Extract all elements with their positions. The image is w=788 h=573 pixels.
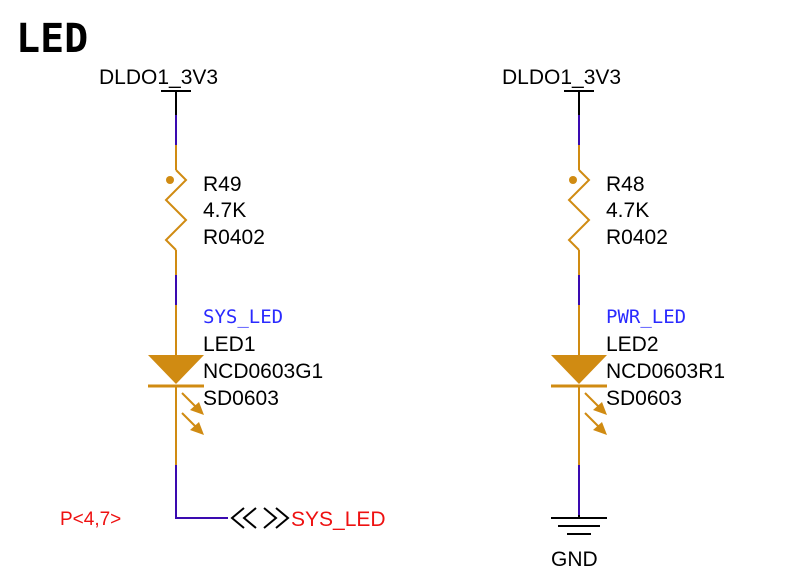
offpage-connector	[230, 507, 290, 529]
right-circuit: DLDO1_3V3 R48 4.7K R0402 PWR_LED LED2 NC…	[502, 66, 725, 571]
left-circuit: DLDO1_3V3 R49 4.7K R0402 SYS_LED	[60, 66, 386, 531]
left-power-label: DLDO1_3V3	[99, 66, 218, 89]
offpage-chevron-2	[242, 507, 257, 529]
ground-symbol	[551, 515, 607, 535]
left-resistor-footprint: R0402	[203, 226, 265, 249]
right-led-arrowhead-1	[593, 402, 607, 415]
right-power-label: DLDO1_3V3	[502, 66, 621, 89]
left-led-triangle	[148, 355, 204, 384]
right-resistor-footprint: R0402	[606, 226, 668, 249]
left-resistor-ref: R49	[203, 173, 242, 196]
offpage-chevron-3	[263, 507, 278, 529]
page-title: LED	[16, 16, 88, 62]
left-led-ref: LED1	[203, 333, 256, 356]
offpage-net-label: SYS_LED	[291, 508, 386, 531]
right-resistor-value: 4.7K	[606, 199, 649, 222]
right-led-led2	[551, 305, 607, 465]
right-resistor-zigzag	[567, 169, 591, 251]
left-led-arrowhead-1	[190, 402, 204, 415]
right-led-part: NCD0603R1	[606, 360, 725, 383]
right-resistor-ref: R48	[606, 173, 645, 196]
left-resistor-pin1-dot	[166, 176, 174, 184]
ground-label: GND	[551, 548, 598, 571]
left-led-led1	[148, 305, 204, 465]
right-led-net-label: PWR_LED	[606, 306, 686, 328]
left-led-arrowhead-2	[190, 422, 204, 435]
left-resistor-zigzag	[164, 169, 188, 251]
left-led-footprint: SD0603	[203, 387, 279, 410]
left-resistor-value: 4.7K	[203, 199, 246, 222]
right-led-arrowhead-2	[593, 422, 607, 435]
right-led-footprint: SD0603	[606, 387, 682, 410]
left-led-part: NCD0603G1	[203, 360, 323, 383]
right-resistor-pin1-dot	[569, 176, 577, 184]
right-resistor-r48	[567, 145, 591, 275]
left-resistor-r49	[164, 145, 188, 275]
offpage-chevron-4	[275, 507, 290, 529]
right-led-ref: LED2	[606, 333, 659, 356]
left-led-net-label: SYS_LED	[203, 306, 283, 328]
right-led-triangle	[551, 355, 607, 384]
offpage-chevron-1	[230, 507, 245, 529]
left-wire-led-offpage	[175, 465, 228, 519]
offpage-page-ref: P<4,7>	[60, 509, 121, 530]
